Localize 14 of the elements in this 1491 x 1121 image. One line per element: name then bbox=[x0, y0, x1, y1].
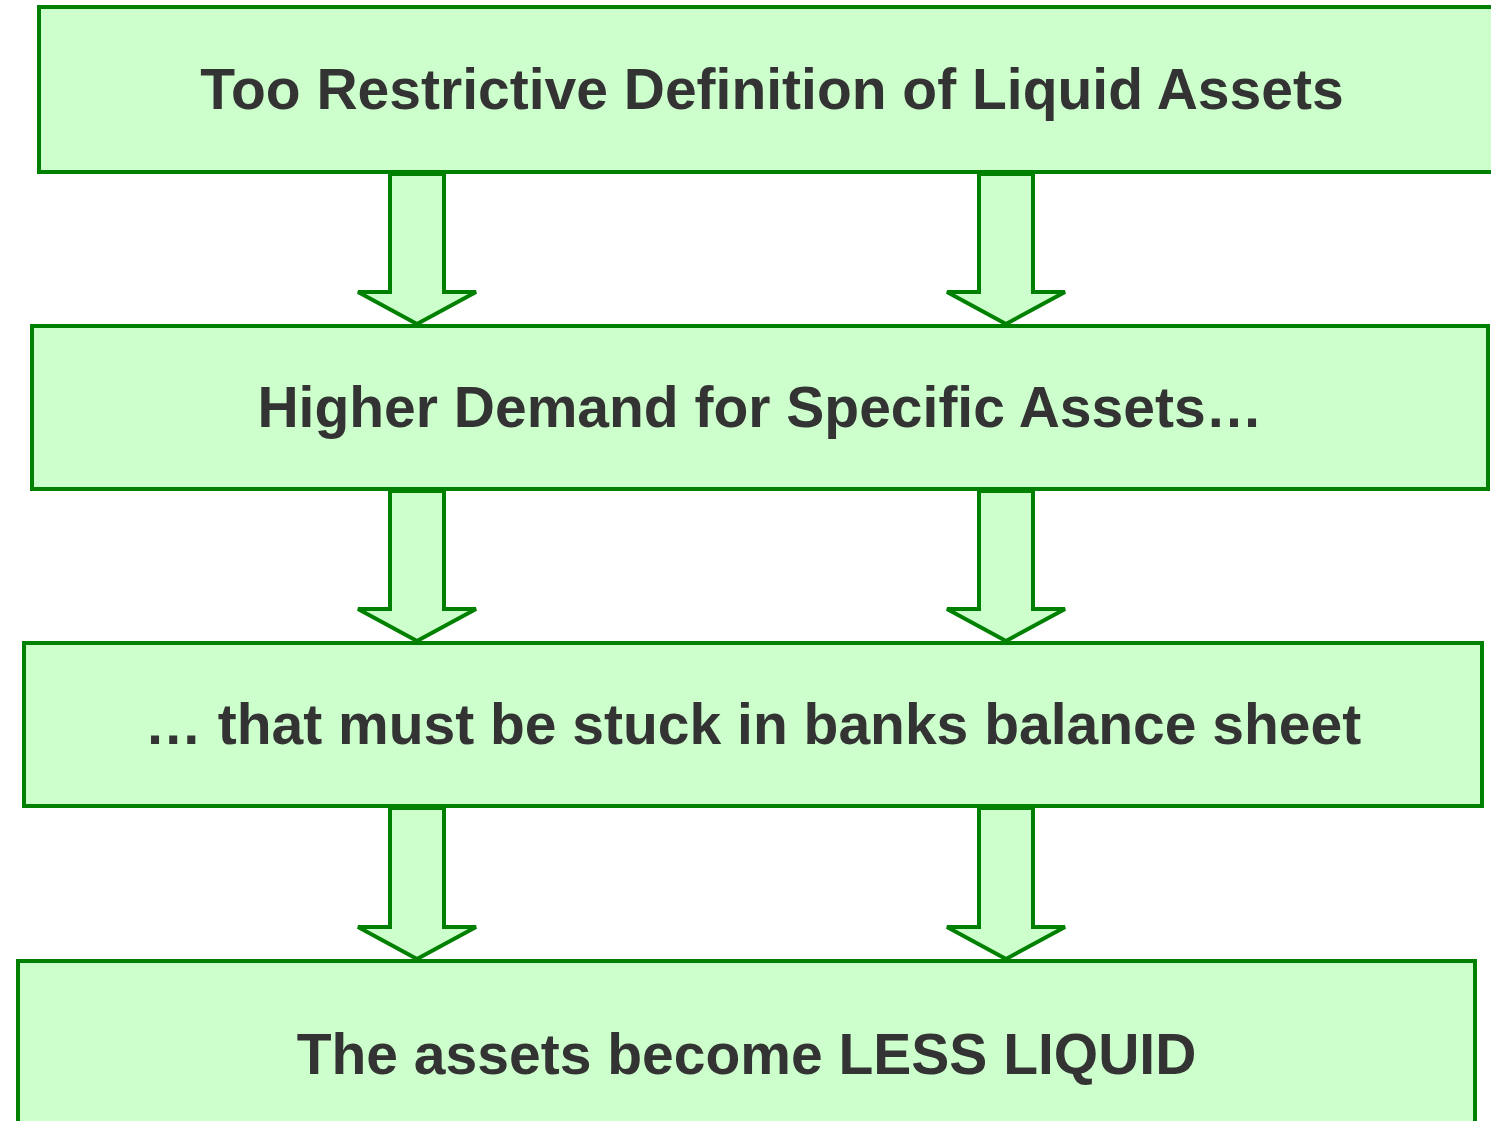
process-box bbox=[30, 324, 1490, 491]
block-arrow bbox=[356, 172, 478, 327]
block-arrow bbox=[945, 806, 1067, 962]
block-arrow bbox=[356, 489, 478, 644]
block-arrow bbox=[356, 806, 478, 962]
block-arrow bbox=[945, 172, 1067, 327]
process-box bbox=[16, 959, 1477, 1121]
box-text: Too Restrictive Definition of Liquid Assets bbox=[200, 58, 1344, 121]
block-arrow bbox=[945, 489, 1067, 644]
box-text: … that must be stuck in banks balance sheet bbox=[144, 693, 1362, 756]
box-text: The assets become LESS LIQUID bbox=[296, 1022, 1197, 1086]
process-box bbox=[22, 641, 1484, 808]
process-box bbox=[37, 5, 1491, 174]
box-text: Higher Demand for Specific Assets… bbox=[257, 376, 1263, 439]
